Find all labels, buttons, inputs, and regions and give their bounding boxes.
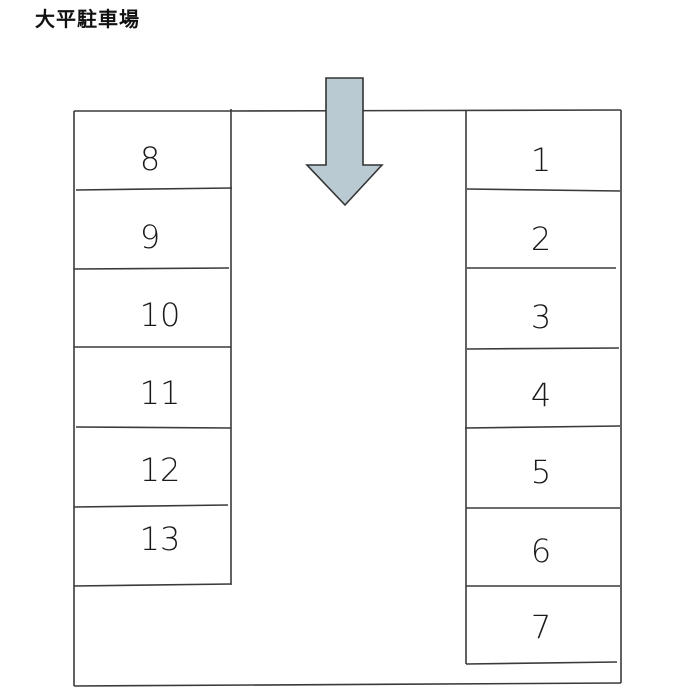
down-arrow-icon <box>305 77 384 207</box>
stall-8[interactable]: 8 <box>139 140 161 178</box>
stall-12[interactable]: 12 <box>139 451 181 489</box>
stall-6[interactable]: 6 <box>530 532 552 570</box>
stall-7[interactable]: 7 <box>530 608 552 646</box>
stall-11[interactable]: 11 <box>139 374 181 412</box>
stall-2[interactable]: 2 <box>530 220 552 258</box>
stall-10[interactable]: 10 <box>139 296 181 334</box>
stall-4[interactable]: 4 <box>530 376 552 414</box>
stall-1[interactable]: 1 <box>530 141 552 179</box>
page-title: 大平駐車場 <box>35 7 140 31</box>
stall-13[interactable]: 13 <box>139 520 181 558</box>
lot-outline <box>73 109 622 687</box>
stall-9[interactable]: 9 <box>139 218 161 256</box>
stall-3[interactable]: 3 <box>530 298 552 336</box>
stall-5[interactable]: 5 <box>530 453 552 491</box>
